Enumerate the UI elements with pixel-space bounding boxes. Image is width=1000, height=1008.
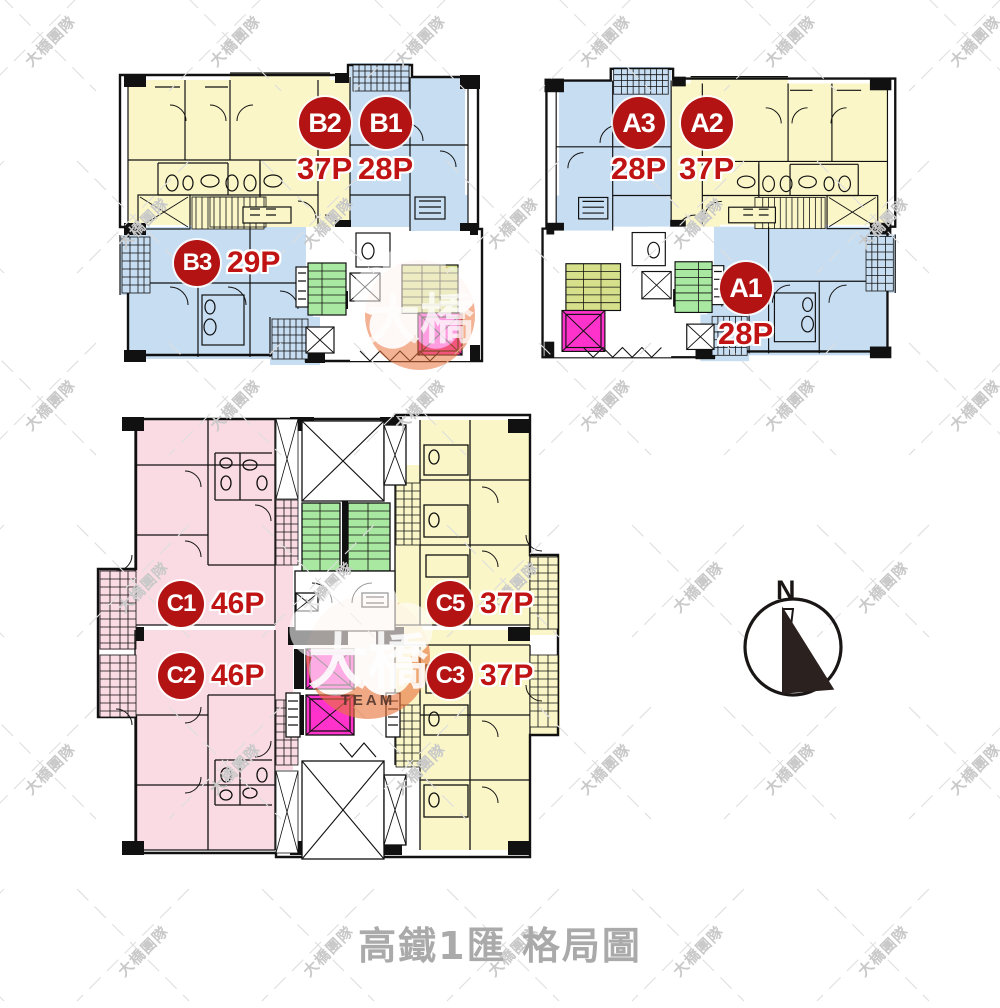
watermark-text: 大橋團隊: [945, 375, 1000, 435]
watermark-cross: [0, 339, 100, 459]
watermark-text: 大橋團隊: [575, 375, 635, 435]
unit-badge-c5[interactable]: C5 37P: [427, 581, 533, 627]
unit-code-c3: C3: [427, 653, 473, 699]
page-title: 高鐵1匯 格局圖: [0, 915, 1000, 970]
watermark-cross: [0, 157, 8, 277]
watermark-cross: [905, 703, 1000, 823]
watermark-cross: [905, 339, 1000, 459]
unit-badge-c1[interactable]: C1 46P: [158, 581, 264, 627]
watermark-cross: [0, 703, 100, 823]
unit-code-b3: B3: [174, 240, 220, 286]
floorplan-block-c: [90, 405, 570, 875]
compass-rose: N: [735, 565, 855, 710]
unit-badge-c3[interactable]: C3 37P: [427, 653, 533, 699]
unit-area-b1: 28P: [358, 151, 413, 187]
watermark-text: 大橋團隊: [760, 739, 820, 799]
unit-code-a2: A2: [681, 97, 733, 149]
unit-code-c1: C1: [158, 581, 204, 627]
watermark-cross: [905, 0, 1000, 95]
unit-badge-b2[interactable]: B2 37P: [297, 97, 352, 187]
watermark-text: 大橋團隊: [575, 739, 635, 799]
watermark-text: 大橋團隊: [945, 739, 1000, 799]
unit-badge-b1[interactable]: B1 28P: [358, 97, 413, 187]
unit-area-a2: 37P: [679, 151, 734, 187]
watermark-text: 大橋團隊: [20, 11, 80, 71]
watermark-cross: [0, 521, 8, 641]
watermark-text: 大橋團隊: [20, 375, 80, 435]
unit-area-b2: 37P: [297, 151, 352, 187]
unit-code-b1: B1: [360, 97, 412, 149]
watermark-text: 大橋團隊: [667, 557, 727, 617]
watermark-cross: [720, 703, 840, 823]
unit-badge-b3[interactable]: B3 29P: [174, 240, 280, 286]
unit-area-c2: 46P: [211, 659, 264, 693]
unit-code-a1: A1: [720, 262, 772, 314]
unit-area-c1: 46P: [211, 587, 264, 621]
unit-area-a3: 28P: [611, 151, 666, 187]
unit-area-b3: 29P: [227, 246, 280, 280]
unit-code-c5: C5: [427, 581, 473, 627]
unit-badge-a1[interactable]: A1 28P: [718, 262, 773, 352]
unit-area-c3: 37P: [480, 659, 533, 693]
unit-code-b2: B2: [299, 97, 351, 149]
watermark-text: 大橋團隊: [20, 739, 80, 799]
unit-badge-a2[interactable]: A2 37P: [679, 97, 734, 187]
unit-badge-a3[interactable]: A3 28P: [611, 97, 666, 187]
watermark-text: 大橋團隊: [760, 375, 820, 435]
compass-north-label: N: [776, 575, 796, 605]
watermark-text: 大橋團隊: [945, 11, 1000, 71]
watermark-cross: [0, 0, 100, 95]
unit-code-a3: A3: [613, 97, 665, 149]
unit-badge-c2[interactable]: C2 46P: [158, 653, 264, 699]
watermark-cross: [628, 521, 748, 641]
unit-code-c2: C2: [158, 653, 204, 699]
watermark-text: 大橋團隊: [852, 557, 912, 617]
unit-area-c5: 37P: [480, 587, 533, 621]
unit-area-a1: 28P: [718, 316, 773, 352]
